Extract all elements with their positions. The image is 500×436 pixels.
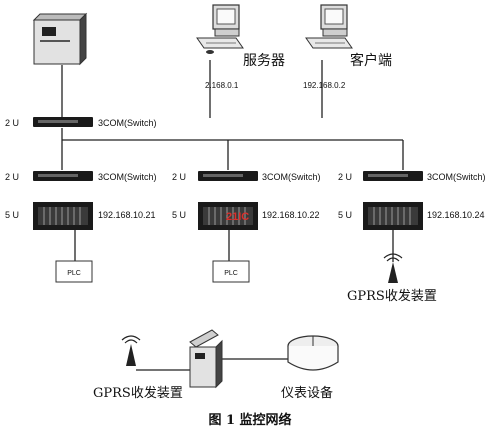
client-computer-icon bbox=[305, 4, 353, 49]
server-ip: 2.168.0.1 bbox=[205, 81, 239, 90]
core-switch: 2 U 3COM(Switch) bbox=[5, 117, 157, 128]
connection-lines bbox=[61, 60, 404, 371]
branch-ip: 192.168.10.22 bbox=[262, 210, 320, 220]
branch-1: 2 U 3COM(Switch) 5 U 192.168.10.21 PLC bbox=[5, 171, 157, 283]
branch-switch-u: 2 U bbox=[5, 172, 19, 182]
branch-switch-u: 2 U bbox=[172, 172, 186, 182]
core-switch-label: 3COM(Switch) bbox=[98, 118, 157, 128]
antenna-icon bbox=[383, 253, 403, 283]
branch-rack-u: 5 U bbox=[5, 210, 19, 220]
branch-switch-icon bbox=[198, 171, 258, 181]
plc-label: PLC bbox=[67, 270, 81, 277]
branch-ip: 192.168.10.24 bbox=[427, 210, 485, 220]
server-computer-icon bbox=[196, 4, 244, 54]
remote-site: GPRS收发装置 仪表设备 bbox=[93, 329, 339, 401]
plc-box: PLC bbox=[55, 260, 93, 283]
meter-label: 仪表设备 bbox=[281, 385, 333, 401]
branch-switch-label: 3COM(Switch) bbox=[98, 172, 157, 182]
branch-rack-u: 5 U bbox=[172, 210, 186, 220]
plc-label: PLC bbox=[224, 270, 238, 277]
branch-switch-icon bbox=[33, 171, 93, 181]
client-ip: 192.168.0.2 bbox=[303, 81, 346, 90]
branch-2: 2 U 3COM(Switch) 5 U 192.168.10.22 21IC … bbox=[172, 171, 321, 283]
watermark-logo: 21IC bbox=[226, 211, 249, 223]
rack-icon bbox=[363, 202, 423, 230]
client-label: 客户端 bbox=[350, 52, 392, 69]
branch-rack-u: 5 U bbox=[338, 210, 352, 220]
meter-device-icon bbox=[287, 335, 339, 371]
server-tower-icon bbox=[32, 12, 88, 66]
branch-switch-icon bbox=[363, 171, 423, 181]
figure-caption: 图 1 监控网络 bbox=[208, 412, 291, 428]
remote-tower-icon bbox=[189, 329, 223, 389]
gprs-label: GPRS收发装置 bbox=[347, 288, 437, 304]
plc-box: PLC bbox=[212, 260, 250, 283]
core-switch-u: 2 U bbox=[5, 118, 19, 128]
server-label: 服务器 bbox=[243, 53, 285, 69]
antenna-icon bbox=[121, 335, 141, 366]
branch-3: 2 U 3COM(Switch) 5 U 192.168.10.24 GPRS收… bbox=[338, 171, 486, 304]
rack-icon bbox=[198, 202, 258, 230]
branch-switch-label: 3COM(Switch) bbox=[427, 172, 486, 182]
branch-ip: 192.168.10.21 bbox=[98, 210, 156, 220]
branch-switch-u: 2 U bbox=[338, 172, 352, 182]
branch-switch-label: 3COM(Switch) bbox=[262, 172, 321, 182]
rack-icon bbox=[33, 202, 93, 230]
remote-gprs-label: GPRS收发装置 bbox=[93, 385, 183, 401]
